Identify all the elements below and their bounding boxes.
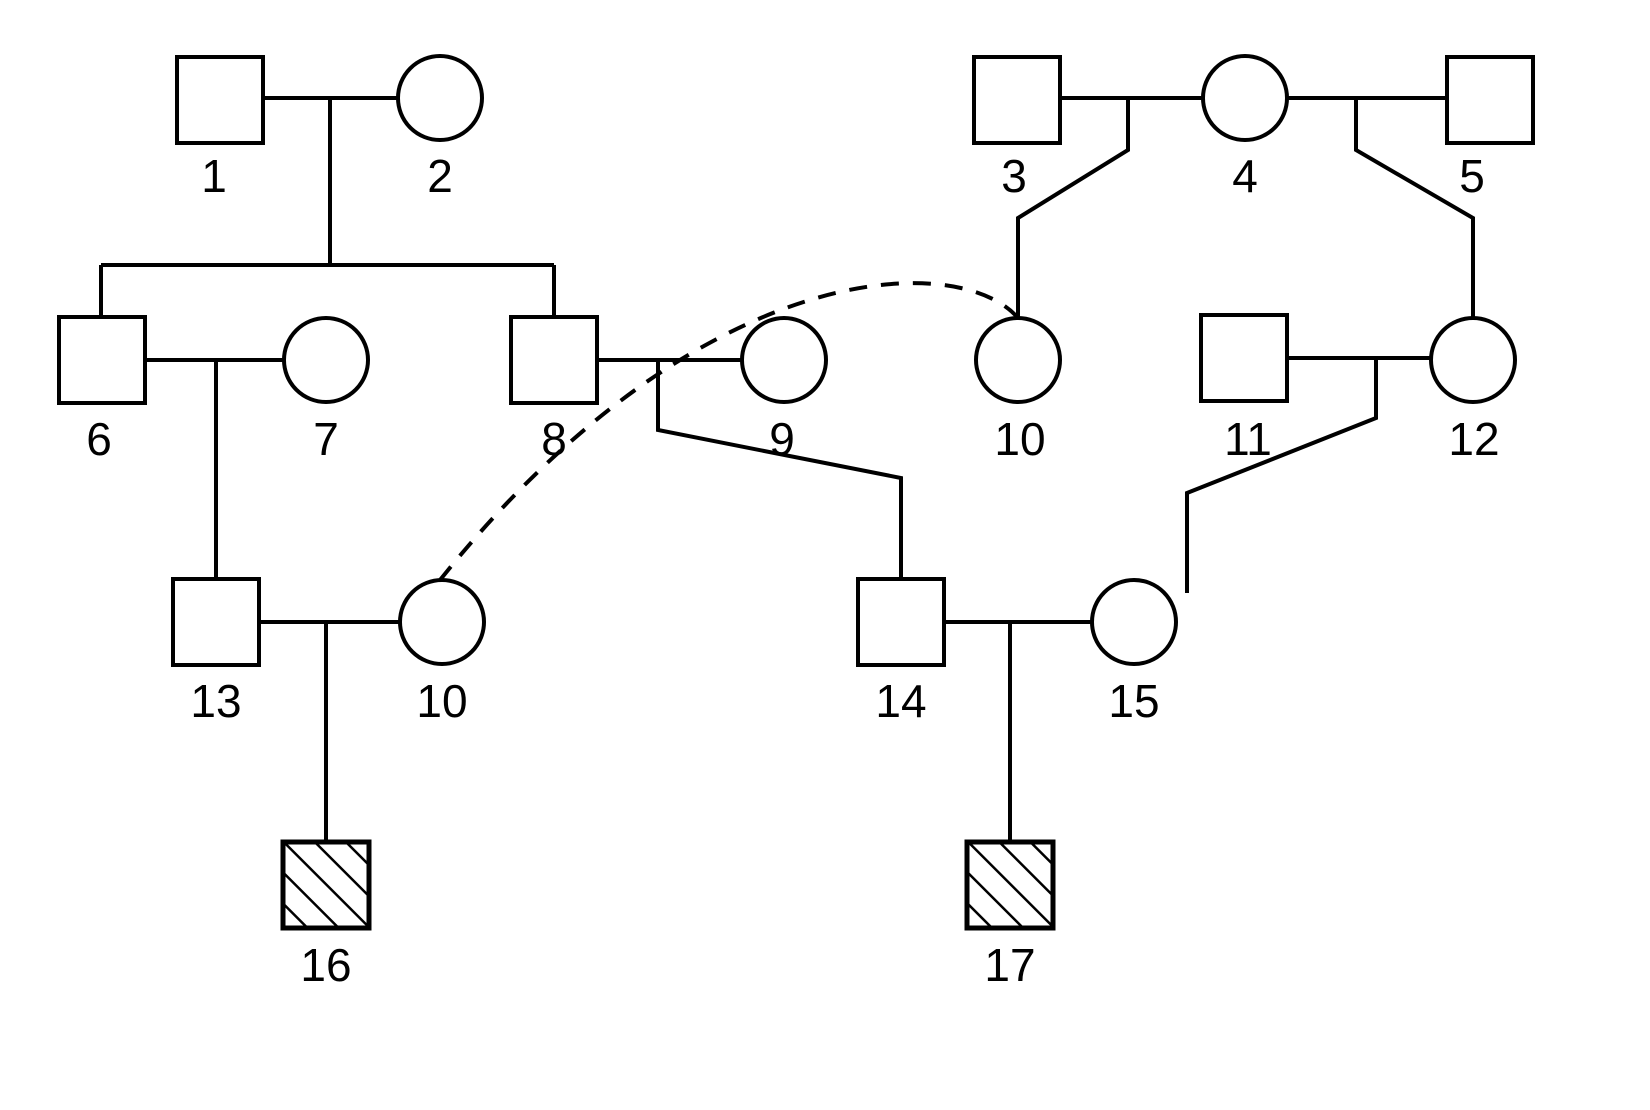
individual-7-symbol[interactable] [282,316,370,404]
individual-5-symbol[interactable] [1445,55,1535,145]
descent-path-3-4-to-10 [1016,98,1130,318]
individual-11-symbol[interactable] [1199,313,1289,403]
individual-10-top-symbol[interactable] [974,316,1062,404]
individual-4-label: 4 [1232,150,1258,202]
individual-8-label: 8 [541,413,567,465]
individual-17-symbol-affected[interactable] [964,839,1056,931]
descent-path-4-5-to-12 [1354,98,1475,318]
individual-15-symbol[interactable] [1090,578,1178,666]
descent-path-8-9-to-14 [656,360,903,579]
individual-14-label: 14 [875,675,926,727]
individual-13-symbol[interactable] [171,577,261,667]
individual-14-symbol[interactable] [856,577,946,667]
individual-3-symbol[interactable] [972,55,1062,145]
individual-1-label: 1 [201,150,227,202]
individual-3-label: 3 [1001,150,1027,202]
identity-dashed-arc-10 [438,281,1020,582]
individual-1-symbol[interactable] [175,55,265,145]
individual-12-symbol[interactable] [1429,316,1517,404]
individual-6-symbol[interactable] [57,315,147,405]
individual-17-label: 17 [984,939,1035,991]
individual-13-label: 13 [190,675,241,727]
individual-6-label: 6 [86,413,112,465]
individual-2-label: 2 [427,150,453,202]
individual-9-label: 9 [769,413,795,465]
individual-5-label: 5 [1459,150,1485,202]
individual-15-label: 15 [1108,675,1159,727]
individual-7-label: 7 [313,413,339,465]
descent-path-11-12-to-15 [1185,358,1378,593]
individual-10-top-label: 10 [994,413,1045,465]
individual-8-symbol[interactable] [509,315,599,405]
individual-4-symbol[interactable] [1201,54,1289,142]
individual-10-bottom-label: 10 [416,675,467,727]
individual-12-label: 12 [1448,413,1499,465]
individual-9-symbol[interactable] [740,316,828,404]
individual-11-label: 11 [1224,413,1272,465]
individual-16-label: 16 [300,939,351,991]
individual-2-symbol[interactable] [396,54,484,142]
individual-10-bottom-symbol[interactable] [398,578,486,666]
individual-16-symbol-affected[interactable] [280,839,372,931]
